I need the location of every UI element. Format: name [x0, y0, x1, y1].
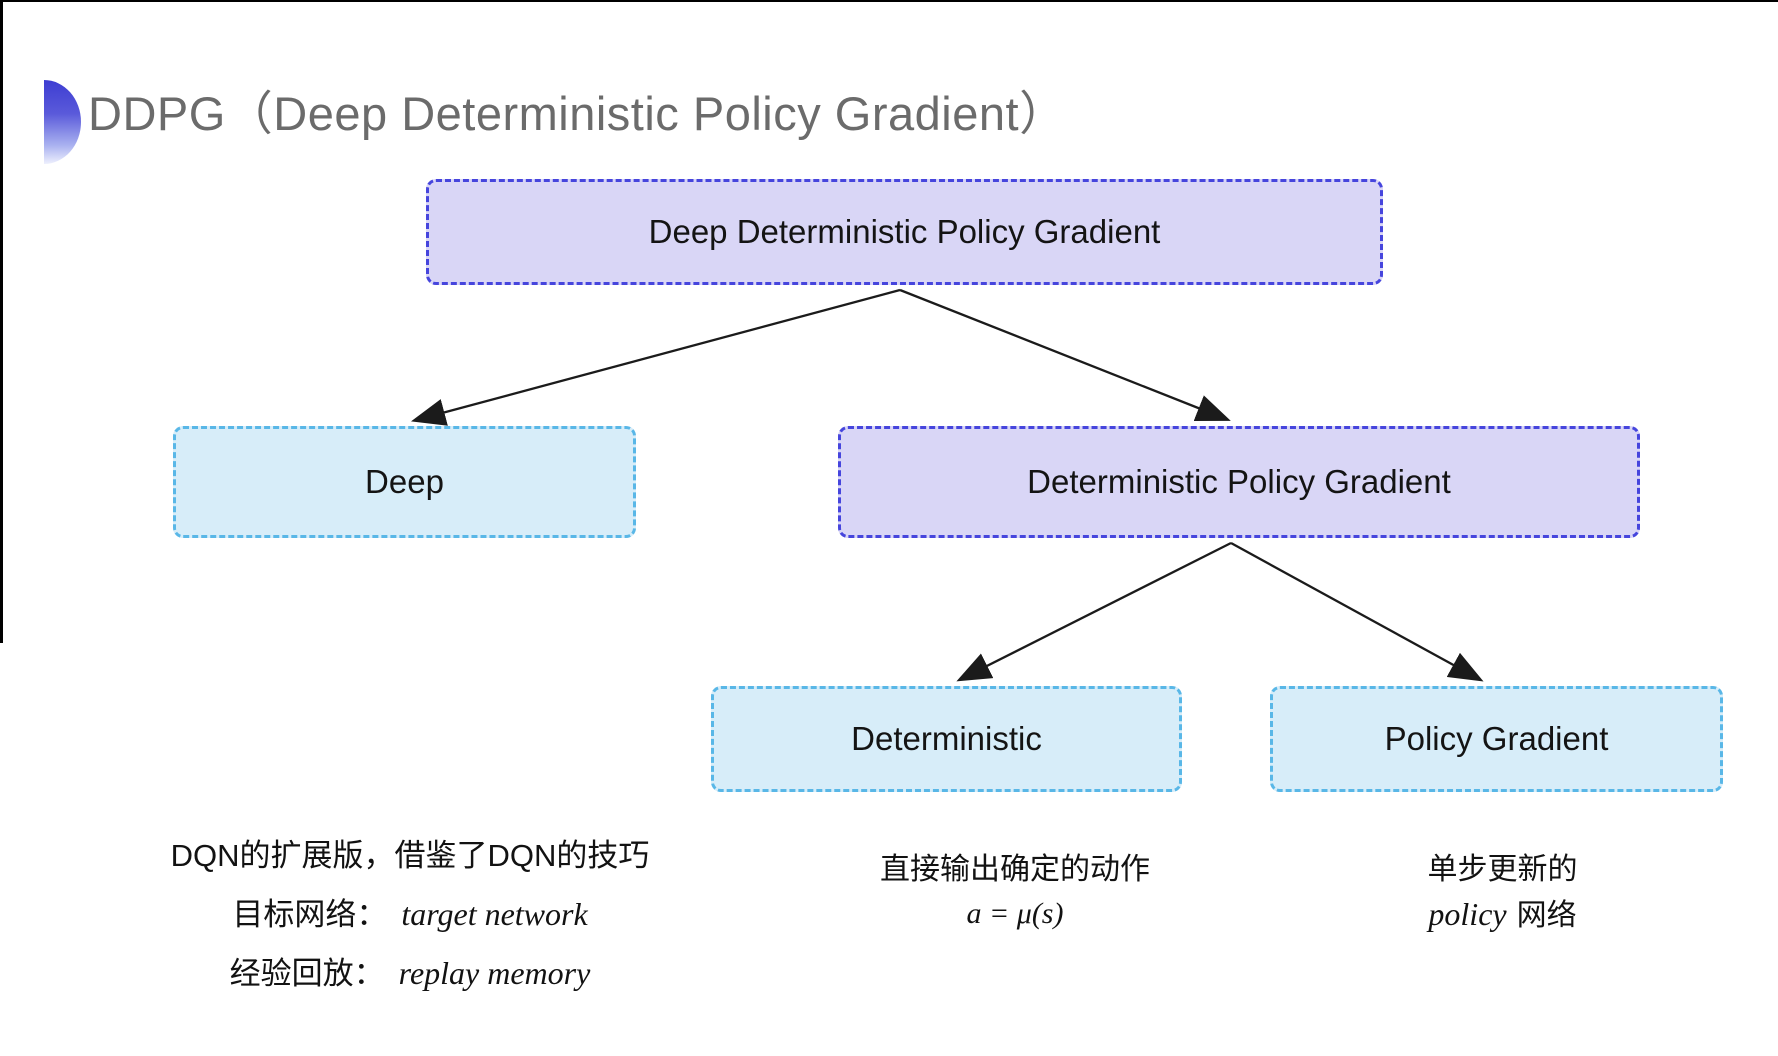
- note-deep-line2-en: target network: [401, 896, 588, 932]
- arrow-ddpg-to-deep: [411, 288, 901, 426]
- note-deterministic-formula: a = μ(s): [966, 897, 1064, 930]
- note-deep: DQN的扩展版，借鉴了DQN的技巧 目标网络： target network 经验…: [120, 827, 700, 1003]
- node-deep-label: Deep: [365, 463, 444, 500]
- note-policy-gradient-line2-cn: 网络: [1516, 899, 1577, 932]
- title-bullet-shape: [44, 80, 81, 164]
- note-policy-gradient: 单步更新的 policy 网络: [1310, 848, 1695, 938]
- note-deep-line3: 经验回放： replay memory: [120, 944, 700, 1003]
- note-deep-line3-en: replay memory: [398, 955, 591, 991]
- note-policy-gradient-line2: policy 网络: [1310, 892, 1695, 938]
- node-deterministic: Deterministic: [711, 686, 1182, 792]
- node-policy-gradient: Policy Gradient: [1270, 686, 1723, 792]
- note-deep-line2: 目标网络： target network: [120, 885, 700, 944]
- note-policy-gradient-line1: 单步更新的: [1427, 853, 1578, 886]
- node-ddpg-label: Deep Deterministic Policy Gradient: [648, 213, 1161, 250]
- arrow-ddpg-to-dpg: [899, 288, 1231, 422]
- node-deterministic-label: Deterministic: [851, 720, 1042, 757]
- note-policy-gradient-line2-en: policy: [1428, 896, 1507, 932]
- page-title: DDPG（Deep Deterministic Policy Gradient）: [88, 87, 1067, 140]
- frame-border-left: [0, 0, 3, 643]
- node-deep: Deep: [173, 426, 636, 538]
- note-deterministic-line1: 直接输出确定的动作: [880, 853, 1150, 886]
- frame-border-top: [0, 0, 1778, 2]
- node-ddpg: Deep Deterministic Policy Gradient: [426, 179, 1383, 285]
- node-dpg: Deterministic Policy Gradient: [838, 426, 1640, 538]
- node-dpg-label: Deterministic Policy Gradient: [1027, 463, 1451, 500]
- arrow-dpg-to-deterministic: [956, 541, 1232, 682]
- note-deep-line2-cn: 目标网络：: [232, 897, 388, 932]
- note-deterministic: 直接输出确定的动作 a = μ(s): [820, 848, 1210, 936]
- node-policy-gradient-label: Policy Gradient: [1384, 720, 1609, 757]
- note-deep-line3-cn: 经验回放：: [229, 956, 385, 991]
- arrow-dpg-to-policy-gradient: [1230, 541, 1484, 682]
- note-deep-line1: DQN的扩展版，借鉴了DQN的技巧: [170, 838, 650, 873]
